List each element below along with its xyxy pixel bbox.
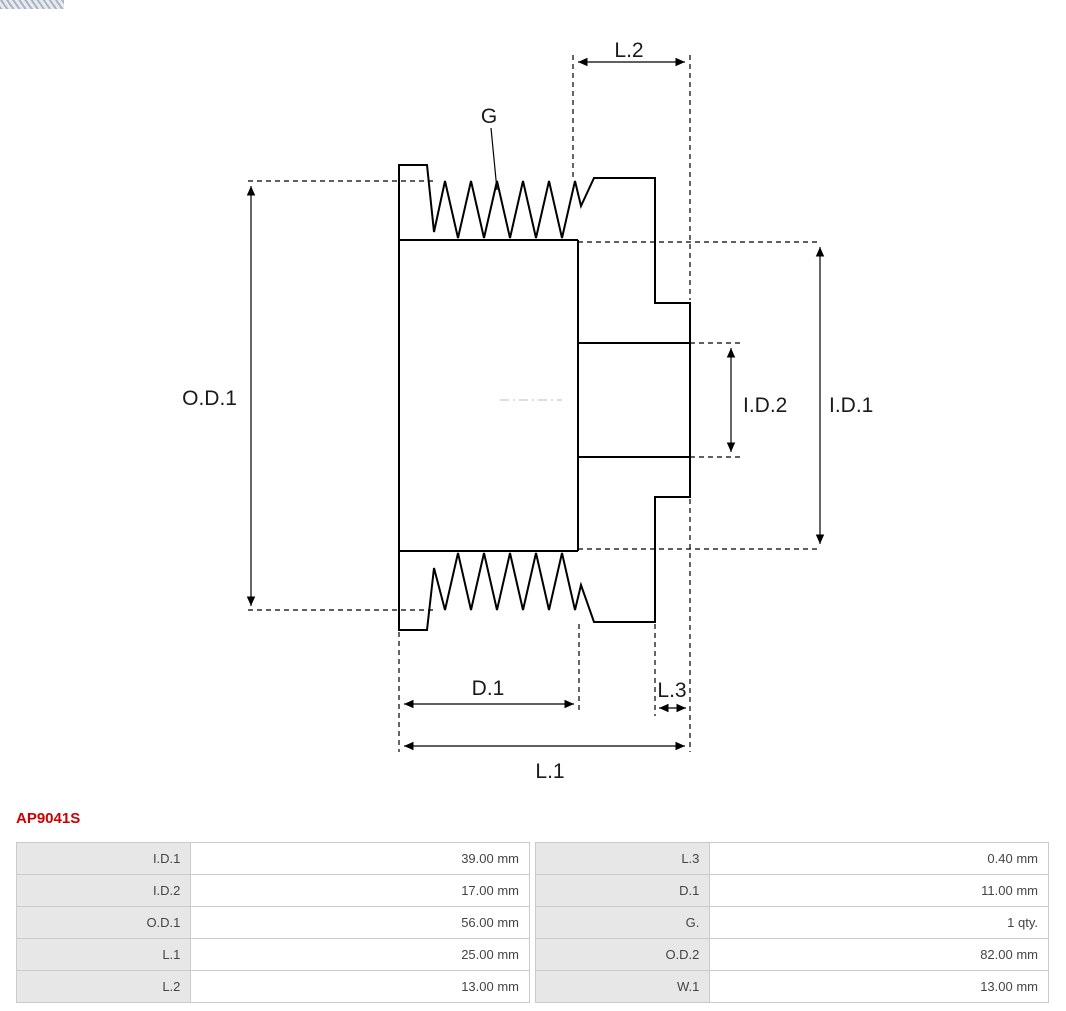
dim-label-od1: O.D.1 [182,387,237,410]
spec-label: W.1 [534,970,711,1003]
spec-value: 82.00 mm [709,938,1049,971]
spec-table-left: I.D.1 39.00 mm I.D.2 17.00 mm O.D.1 56.0… [15,842,530,1003]
table-row: O.D.1 56.00 mm [15,906,530,939]
spec-label: L.1 [15,938,192,971]
dim-l1: L.1 [404,741,685,783]
table-row: L.1 25.00 mm [15,938,530,971]
spec-label: O.D.1 [15,906,192,939]
dim-id1: I.D.1 [578,241,873,550]
spec-label: L.2 [15,970,192,1003]
spec-label: I.D.2 [15,874,192,907]
table-row: L.2 13.00 mm [15,970,530,1003]
spec-value: 13.00 mm [190,970,530,1003]
dim-l2: L.2 [572,39,691,300]
table-row: O.D.2 82.00 mm [534,938,1049,971]
table-row: D.1 11.00 mm [534,874,1049,907]
dim-label-l3: L.3 [657,679,686,702]
spec-value: 39.00 mm [190,842,530,875]
spec-value: 1 qty. [709,906,1049,939]
dim-label-g: G [481,105,497,128]
spec-label: D.1 [534,874,711,907]
spec-label: G. [534,906,711,939]
table-row: I.D.2 17.00 mm [15,874,530,907]
spec-label: O.D.2 [534,938,711,971]
spec-value: 13.00 mm [709,970,1049,1003]
spec-value: 17.00 mm [190,874,530,907]
spec-value: 0.40 mm [709,842,1049,875]
spec-table: I.D.1 39.00 mm I.D.2 17.00 mm O.D.1 56.0… [15,842,1049,1003]
pulley-technical-drawing: O.D.1 I.D.1 I.D.2 L.2 G [182,39,873,783]
pulley-outline [398,164,691,631]
part-number-link[interactable]: AP9041S [16,810,81,827]
dim-label-id1: I.D.1 [829,394,873,417]
table-row: L.3 0.40 mm [534,842,1049,875]
spec-value: 25.00 mm [190,938,530,971]
dim-id2: I.D.2 [690,342,787,458]
dim-d1: D.1 [398,624,580,752]
dim-od1: O.D.1 [182,180,433,611]
dim-label-l2: L.2 [614,39,643,62]
spec-table-right: L.3 0.40 mm D.1 11.00 mm G. 1 qty. O.D.2… [534,842,1049,1003]
table-row: W.1 13.00 mm [534,970,1049,1003]
table-row: I.D.1 39.00 mm [15,842,530,875]
dim-label-id2: I.D.2 [743,394,787,417]
spec-label: I.D.1 [15,842,192,875]
table-row: G. 1 qty. [534,906,1049,939]
corner-logo-fragment [0,0,64,9]
spec-label: L.3 [534,842,711,875]
dim-label-d1: D.1 [472,677,505,700]
groove-callout: G [481,105,498,191]
spec-value: 11.00 mm [709,874,1049,907]
dim-label-l1: L.1 [535,760,564,783]
spec-value: 56.00 mm [190,906,530,939]
dim-l3: L.3 [654,499,691,752]
